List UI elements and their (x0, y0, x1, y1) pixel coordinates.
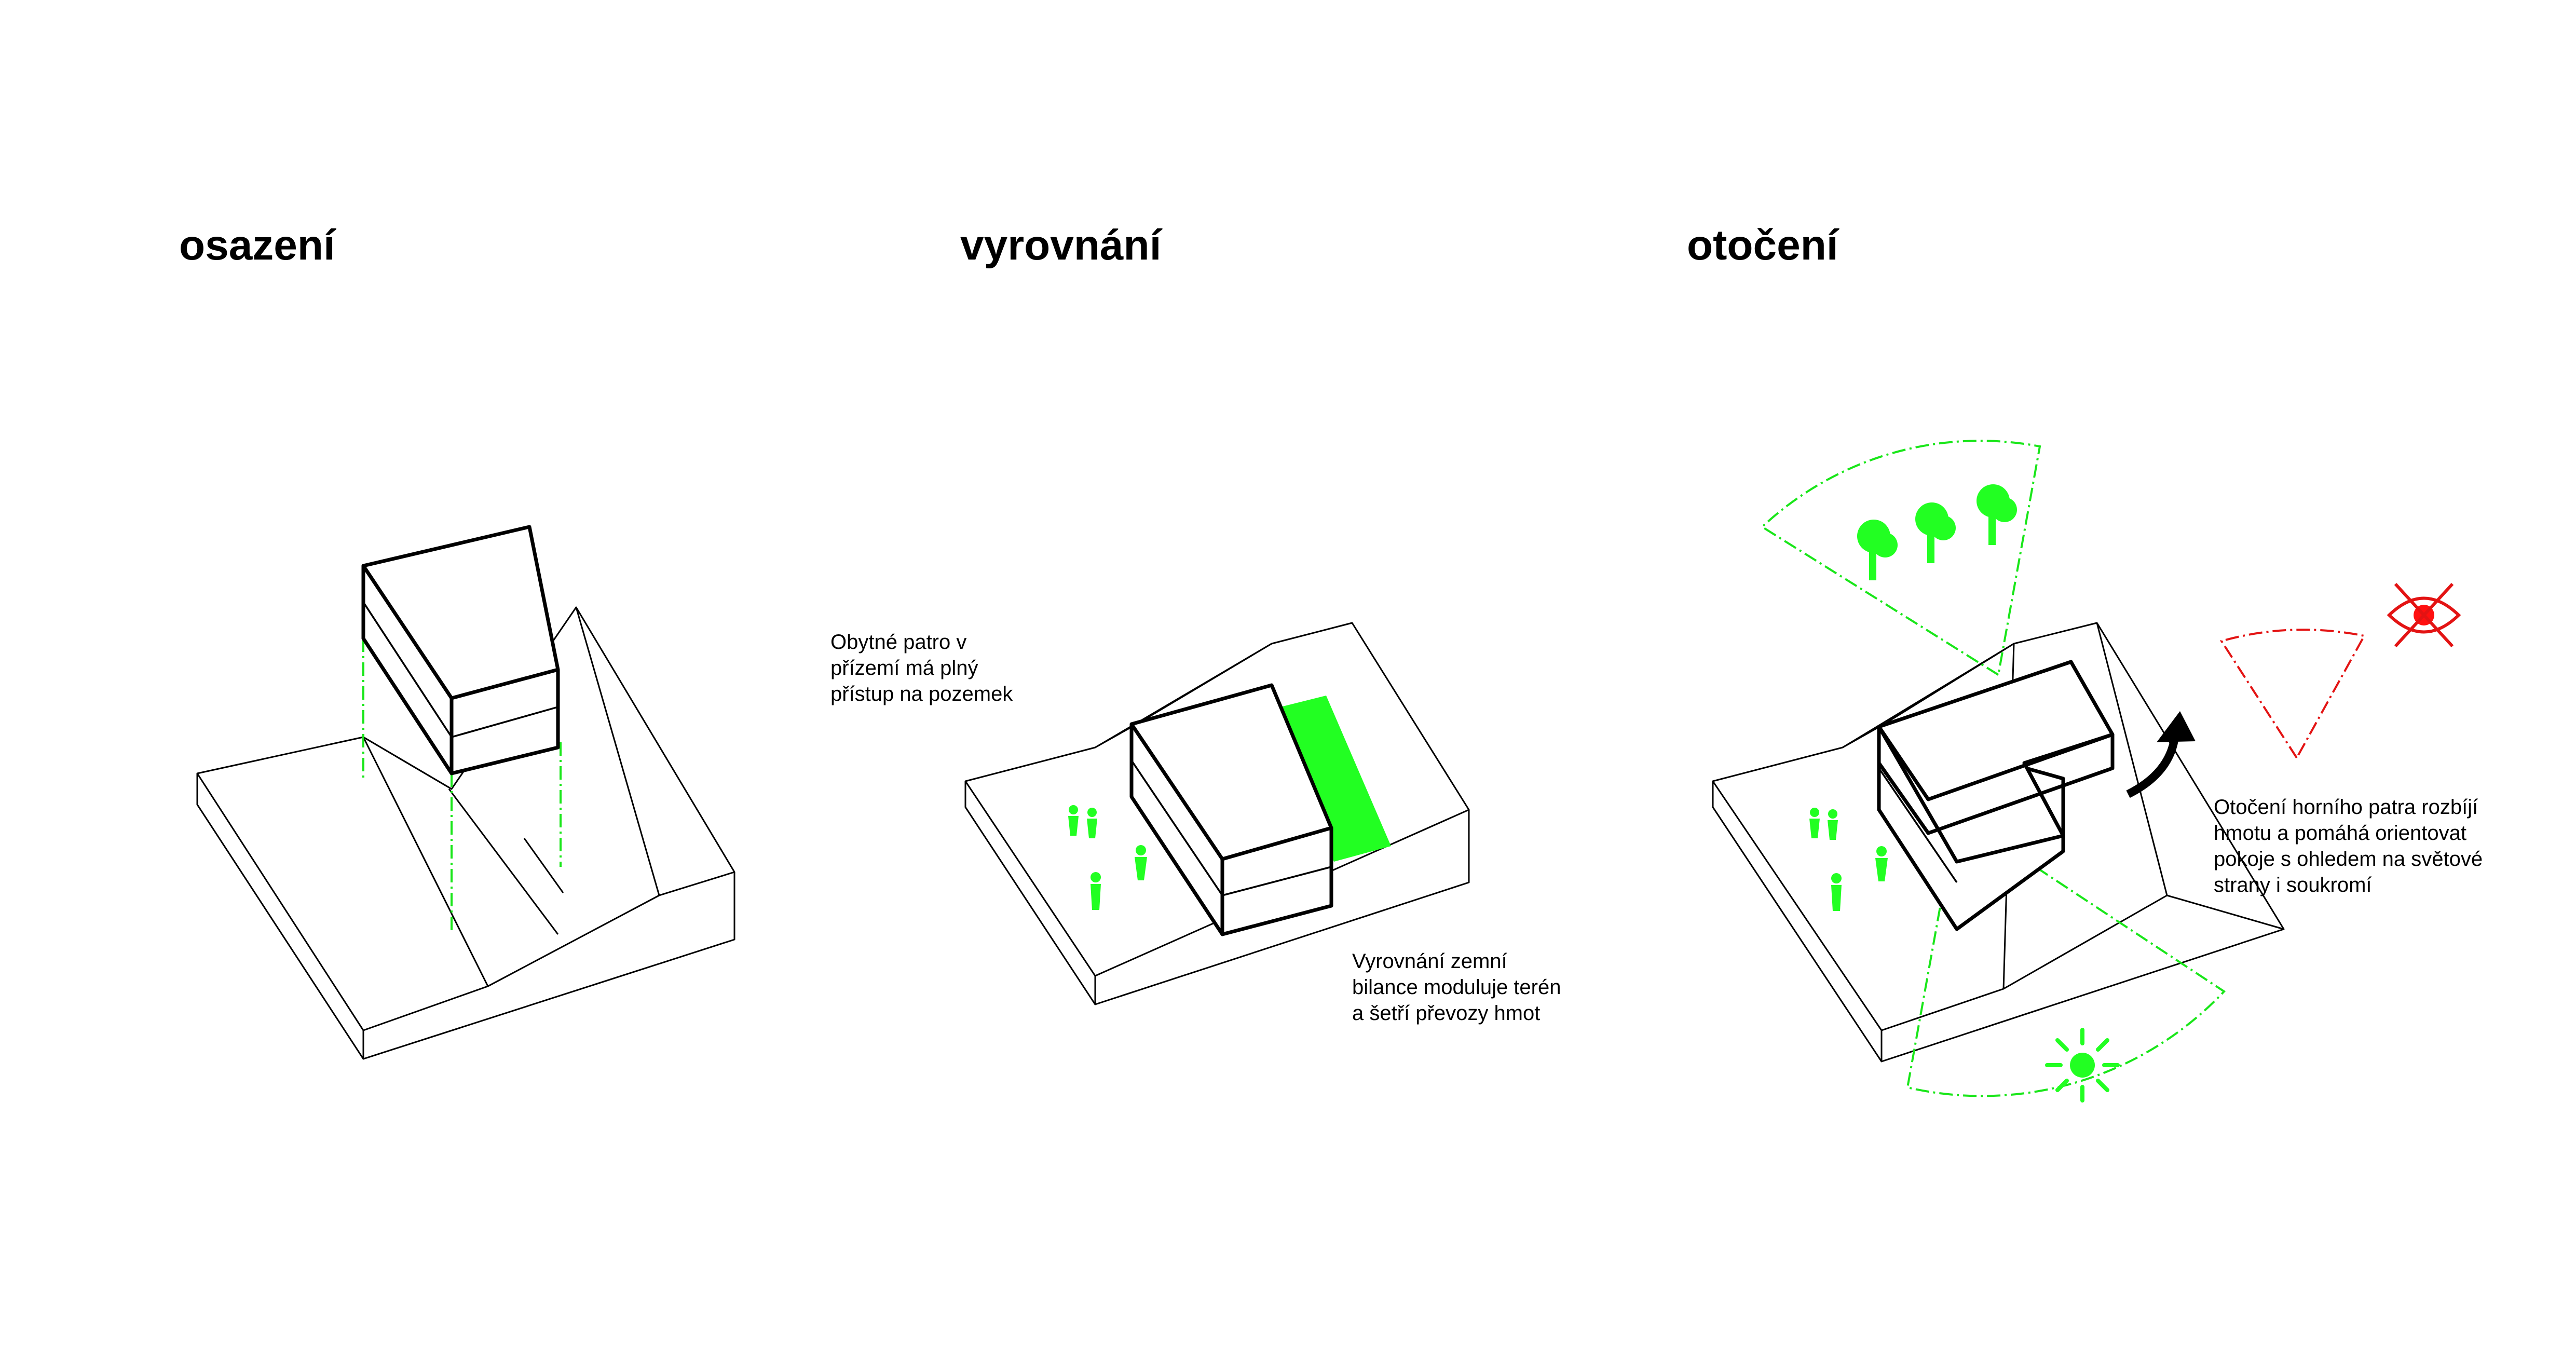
view-sector-trees (1760, 440, 2041, 677)
building-volume (1129, 683, 1333, 936)
cut-area-green (1264, 696, 1391, 862)
building-volume (361, 525, 560, 775)
person-icon (1091, 872, 1101, 910)
tree-icon (1857, 520, 1898, 580)
title-osazeni: osazení (179, 222, 336, 269)
view-sector-sun (1906, 813, 2226, 1097)
title-vyrovnani: vyrovnání (960, 222, 1163, 269)
person-icon (1087, 808, 1097, 838)
rotation-arrow-icon (2126, 711, 2196, 798)
person-icon (1828, 809, 1838, 840)
panel-osazeni (196, 525, 735, 1060)
person-icon (1068, 805, 1079, 836)
note-ground-floor: Obytné patro v přízemí má plný přístup n… (830, 631, 1013, 705)
sun-icon (2045, 1028, 2120, 1103)
panel-otoceni: Otočení horního patra rozbíjí hmotu a po… (1712, 440, 2488, 1103)
tree-icon (1915, 502, 1956, 563)
view-sector-blocked (2219, 629, 2366, 760)
terrain-model (196, 606, 735, 1060)
panel-vyrovnani: Obytné patro v přízemí má plný přístup n… (830, 622, 1567, 1025)
crossed-eye-icon (2387, 582, 2461, 648)
person-icon (1875, 846, 1888, 881)
note-rotation: Otočení horního patra rozbíjí hmotu a po… (2214, 796, 2488, 896)
person-icon (1809, 808, 1820, 838)
title-otoceni: otočení (1687, 222, 1839, 269)
person-icon (1831, 873, 1842, 911)
note-earth-balance: Vyrovnání zemní bilance moduluje terén a… (1352, 950, 1567, 1025)
people-group (1068, 805, 1147, 910)
projection-lines (362, 638, 562, 932)
building-volume (1877, 660, 2115, 931)
tree-icon (1977, 484, 2017, 545)
people-group (1809, 808, 1888, 911)
person-icon (1135, 845, 1147, 880)
